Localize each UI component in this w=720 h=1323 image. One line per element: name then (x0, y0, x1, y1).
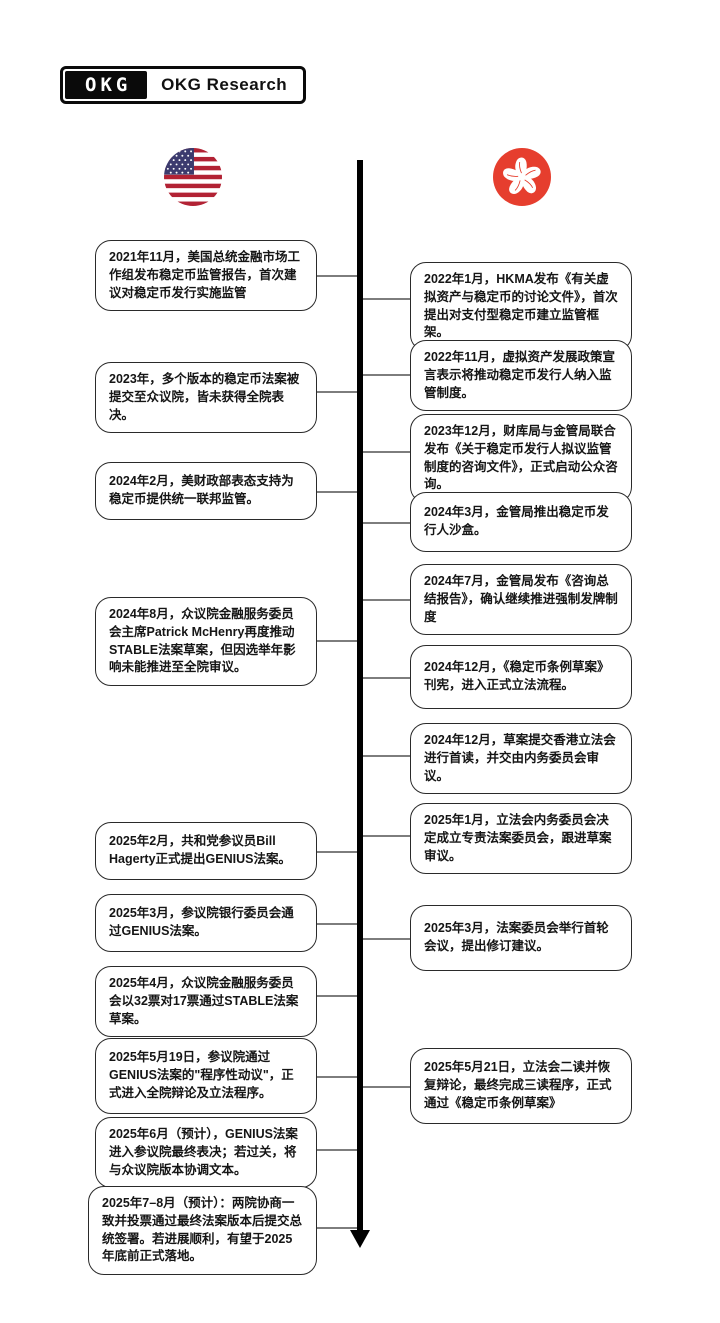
connector-line (363, 755, 410, 757)
connector-line (317, 995, 357, 997)
timeline-item-hk-2024-07: 2024年7月，金管局发布《咨询总结报告》，确认继续推进强制发牌制度 (410, 564, 632, 636)
connector-line (317, 923, 357, 925)
connector-line (363, 1086, 410, 1088)
us-flag-icon (164, 148, 222, 206)
connector-line (363, 374, 410, 376)
connector-line (317, 640, 357, 642)
timeline-item-text: 2024年2月，美财政部表态支持为稳定币提供统一联邦监管。 (109, 474, 294, 506)
connector-line (363, 938, 410, 940)
okg-logo-mark: OKG (65, 71, 148, 99)
timeline-item-text: 2025年1月，立法会内务委员会决定成立专责法案委员会，跟进草案审议。 (424, 813, 612, 863)
timeline-item-us-2024-02: 2024年2月，美财政部表态支持为稳定币提供统一联邦监管。 (95, 462, 317, 520)
timeline-item-text: 2025年6月（预计），GENIUS法案进入参议院最终表决；若过关，将与众议院版… (109, 1127, 298, 1177)
timeline-item-us-2021-11: 2021年11月，美国总统金融市场工作组发布稳定币监管报告，首次建议对稳定币发行… (95, 240, 317, 312)
timeline-item-text: 2024年8月，众议院金融服务委员会主席Patrick McHenry再度推动S… (109, 607, 296, 675)
connector-line (317, 491, 357, 493)
timeline-item-text: 2024年7月，金管局发布《咨询总结报告》，确认继续推进强制发牌制度 (424, 574, 618, 624)
timeline-item-text: 2025年4月，众议院金融服务委员会以32票对17票通过STABLE法案草案。 (109, 976, 299, 1026)
timeline-arrowhead-icon (350, 1230, 370, 1248)
timeline-item-text: 2025年7–8月（预计）：两院协商一致并投票通过最终法案版本后提交总统签署。若… (102, 1196, 303, 1264)
timeline-item-text: 2024年12月，《稳定币条例草案》刊宪，进入正式立法流程。 (424, 660, 610, 692)
connector-line (317, 851, 357, 853)
timeline-item-text: 2025年3月，法案委员会举行首轮会议，提出修订建议。 (424, 921, 609, 953)
timeline-item-text: 2023年，多个版本的稳定币法案被提交至众议院，皆未获得全院表决。 (109, 372, 300, 422)
timeline-item-us-2025-07-08: 2025年7–8月（预计）：两院协商一致并投票通过最终法案版本后提交总统签署。若… (88, 1186, 317, 1275)
timeline-item-text: 2025年5月19日，参议院通过GENIUS法案的"程序性动议"，正式进入全院辩… (109, 1050, 294, 1100)
timeline-item-us-2025-03: 2025年3月，参议院银行委员会通过GENIUS法案。 (95, 894, 317, 952)
timeline-item-text: 2024年3月，金管局推出稳定币发行人沙盒。 (424, 505, 609, 537)
connector-line (363, 835, 410, 837)
connector-line (317, 275, 357, 277)
okg-logo-text: OKG Research (161, 75, 288, 94)
timeline-item-hk-2024-12-gazette: 2024年12月，《稳定币条例草案》刊宪，进入正式立法流程。 (410, 645, 632, 709)
connector-line (363, 599, 410, 601)
timeline-item-text: 2021年11月，美国总统金融市场工作组发布稳定币监管报告，首次建议对稳定币发行… (109, 250, 301, 300)
timeline-item-hk-2022-01: 2022年1月，HKMA发布《有关虚拟资产与稳定币的讨论文件》，首次提出对支付型… (410, 262, 632, 351)
timeline-item-us-2024-08: 2024年8月，众议院金融服务委员会主席Patrick McHenry再度推动S… (95, 597, 317, 686)
timeline-item-us-2023: 2023年，多个版本的稳定币法案被提交至众议院，皆未获得全院表决。 (95, 362, 317, 434)
timeline-item-hk-2025-05-21: 2025年5月21日，立法会二读并恢复辩论，最终完成三读程序，正式通过《稳定币条… (410, 1048, 632, 1124)
timeline-item-hk-2024-12-first-reading: 2024年12月，草案提交香港立法会进行首读，并交由内务委员会审议。 (410, 723, 632, 795)
timeline-item-text: 2025年3月，参议院银行委员会通过GENIUS法案。 (109, 906, 294, 938)
connector-line (317, 1149, 357, 1151)
connector-line (363, 522, 410, 524)
timeline-item-us-2025-05-19: 2025年5月19日，参议院通过GENIUS法案的"程序性动议"，正式进入全院辩… (95, 1038, 317, 1114)
connector-line (363, 677, 410, 679)
okg-logo: OKG OKG Research (60, 66, 306, 104)
timeline-item-hk-2025-03: 2025年3月，法案委员会举行首轮会议，提出修订建议。 (410, 905, 632, 971)
timeline-item-us-2025-06: 2025年6月（预计），GENIUS法案进入参议院最终表决；若过关，将与众议院版… (95, 1117, 317, 1189)
timeline-item-text: 2022年11月，虚拟资产发展政策宣言表示将推动稳定币发行人纳入监管制度。 (424, 350, 616, 400)
connector-line (363, 451, 410, 453)
timeline-item-text: 2024年12月，草案提交香港立法会进行首读，并交由内务委员会审议。 (424, 733, 616, 783)
timeline-item-hk-2024-03: 2024年3月，金管局推出稳定币发行人沙盒。 (410, 492, 632, 552)
timeline-item-text: 2025年2月，共和党参议员Bill Hagerty正式提出GENIUS法案。 (109, 834, 291, 866)
timeline-axis (357, 160, 363, 1232)
connector-line (363, 298, 410, 300)
timeline-item-text: 2023年12月，财库局与金管局联合发布《关于稳定币发行人拟议监管制度的咨询文件… (424, 424, 618, 492)
hk-flag-icon (493, 148, 551, 206)
timeline-item-hk-2023-12: 2023年12月，财库局与金管局联合发布《关于稳定币发行人拟议监管制度的咨询文件… (410, 414, 632, 503)
timeline-item-hk-2022-11: 2022年11月，虚拟资产发展政策宣言表示将推动稳定币发行人纳入监管制度。 (410, 340, 632, 412)
connector-line (317, 1076, 357, 1078)
timeline-item-text: 2022年1月，HKMA发布《有关虚拟资产与稳定币的讨论文件》，首次提出对支付型… (424, 272, 618, 340)
timeline-item-hk-2025-01: 2025年1月，立法会内务委员会决定成立专责法案委员会，跟进草案审议。 (410, 803, 632, 875)
timeline-item-us-2025-04: 2025年4月，众议院金融服务委员会以32票对17票通过STABLE法案草案。 (95, 966, 317, 1038)
connector-line (317, 1227, 357, 1229)
timeline-item-us-2025-02: 2025年2月，共和党参议员Bill Hagerty正式提出GENIUS法案。 (95, 822, 317, 880)
connector-line (317, 391, 357, 393)
timeline-item-text: 2025年5月21日，立法会二读并恢复辩论，最终完成三读程序，正式通过《稳定币条… (424, 1060, 612, 1110)
